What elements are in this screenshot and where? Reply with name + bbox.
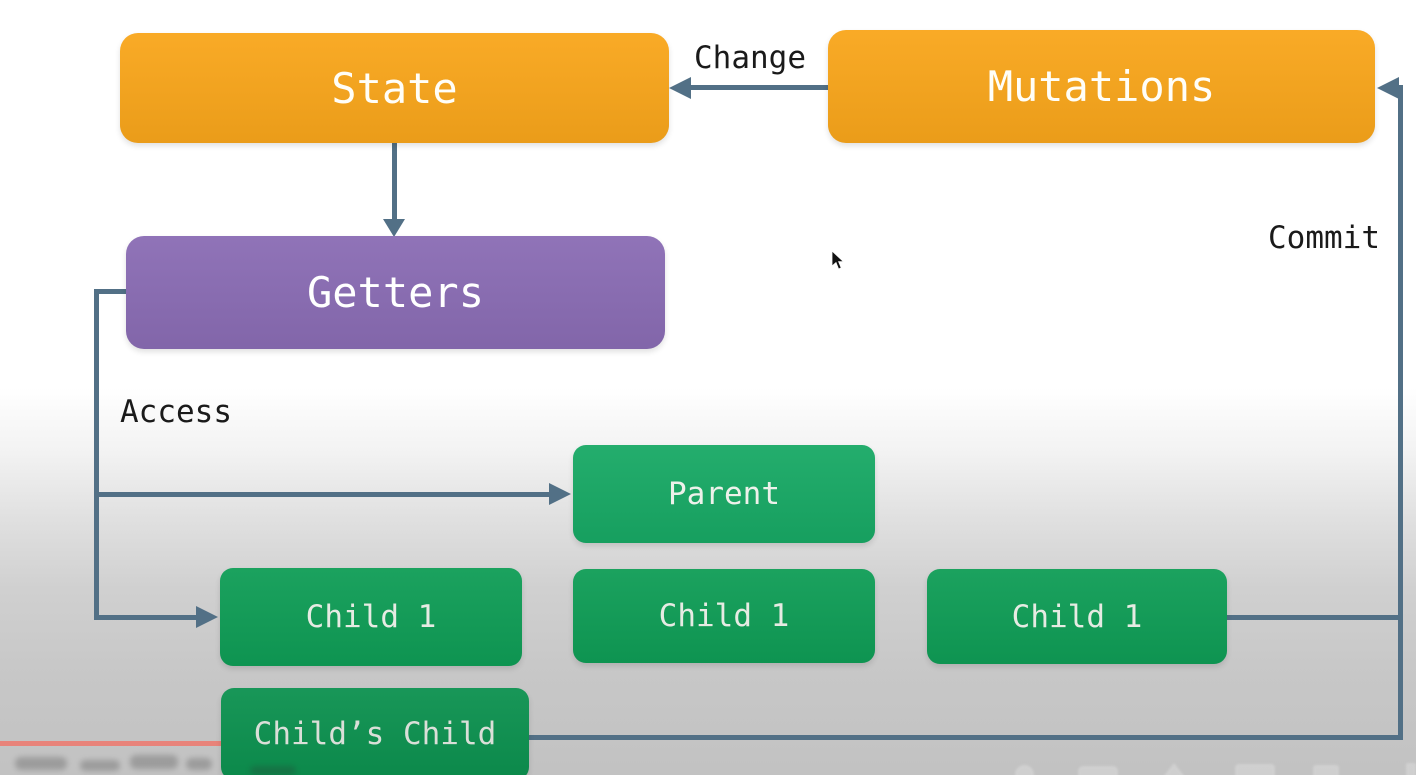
blur-artifact	[186, 758, 212, 770]
edge-state-to-getters	[392, 143, 397, 222]
childs-child-node: Child’s Child	[221, 688, 529, 775]
child1-node-label: Child 1	[305, 599, 437, 635]
child2-node-label: Child 1	[658, 598, 790, 634]
blur-artifact	[80, 760, 120, 771]
child1-node: Child 1	[220, 568, 522, 666]
getters-node-label: Getters	[306, 268, 484, 317]
mutations-node-label: Mutations	[987, 62, 1216, 111]
child2-node: Child 1	[573, 569, 875, 663]
blur-artifact	[250, 766, 296, 775]
arrowhead-right-child1	[196, 606, 218, 628]
captions-icon[interactable]	[1078, 766, 1118, 775]
share-icon[interactable]	[1163, 763, 1185, 775]
state-node: State	[120, 33, 669, 143]
mutations-node: Mutations	[828, 30, 1375, 143]
childs-child-node-label: Child’s Child	[253, 716, 497, 752]
change-edge-label: Change	[694, 40, 806, 76]
commit-edge-label: Commit	[1268, 220, 1380, 256]
access-edge-label: Access	[120, 394, 232, 430]
arrowhead-left-mutations	[1377, 77, 1399, 99]
cursor-arrow-icon	[831, 250, 845, 270]
fullscreen-icon[interactable]	[1406, 763, 1416, 775]
video-progress-bar[interactable]	[0, 741, 222, 746]
getters-node: Getters	[126, 236, 665, 349]
blur-artifact	[130, 755, 178, 769]
edge-mutations-to-state	[688, 85, 828, 90]
edge-access-to-child1	[94, 615, 197, 620]
arrowhead-left-state	[669, 77, 691, 99]
arrowhead-right-parent	[549, 483, 571, 505]
blur-artifact	[15, 757, 67, 770]
parent-node: Parent	[573, 445, 875, 543]
state-node-label: State	[331, 63, 458, 113]
child3-node-label: Child 1	[1011, 598, 1143, 635]
theater-mode-icon[interactable]	[1313, 765, 1339, 775]
parent-node-label: Parent	[668, 476, 780, 512]
arrowhead-down-getters	[383, 219, 405, 237]
edge-getters-left-stub	[94, 289, 132, 294]
edge-child3-to-commit	[1227, 615, 1403, 620]
edge-access-vertical	[94, 289, 99, 620]
mouse-cursor	[830, 250, 846, 275]
edge-commit-vertical	[1398, 85, 1403, 740]
edge-access-to-parent	[94, 492, 550, 497]
autoplay-icon[interactable]	[1015, 765, 1034, 775]
edge-childschild-to-commit	[529, 735, 1403, 740]
miniplayer-icon[interactable]	[1235, 764, 1275, 775]
child3-node: Child 1	[927, 569, 1227, 664]
